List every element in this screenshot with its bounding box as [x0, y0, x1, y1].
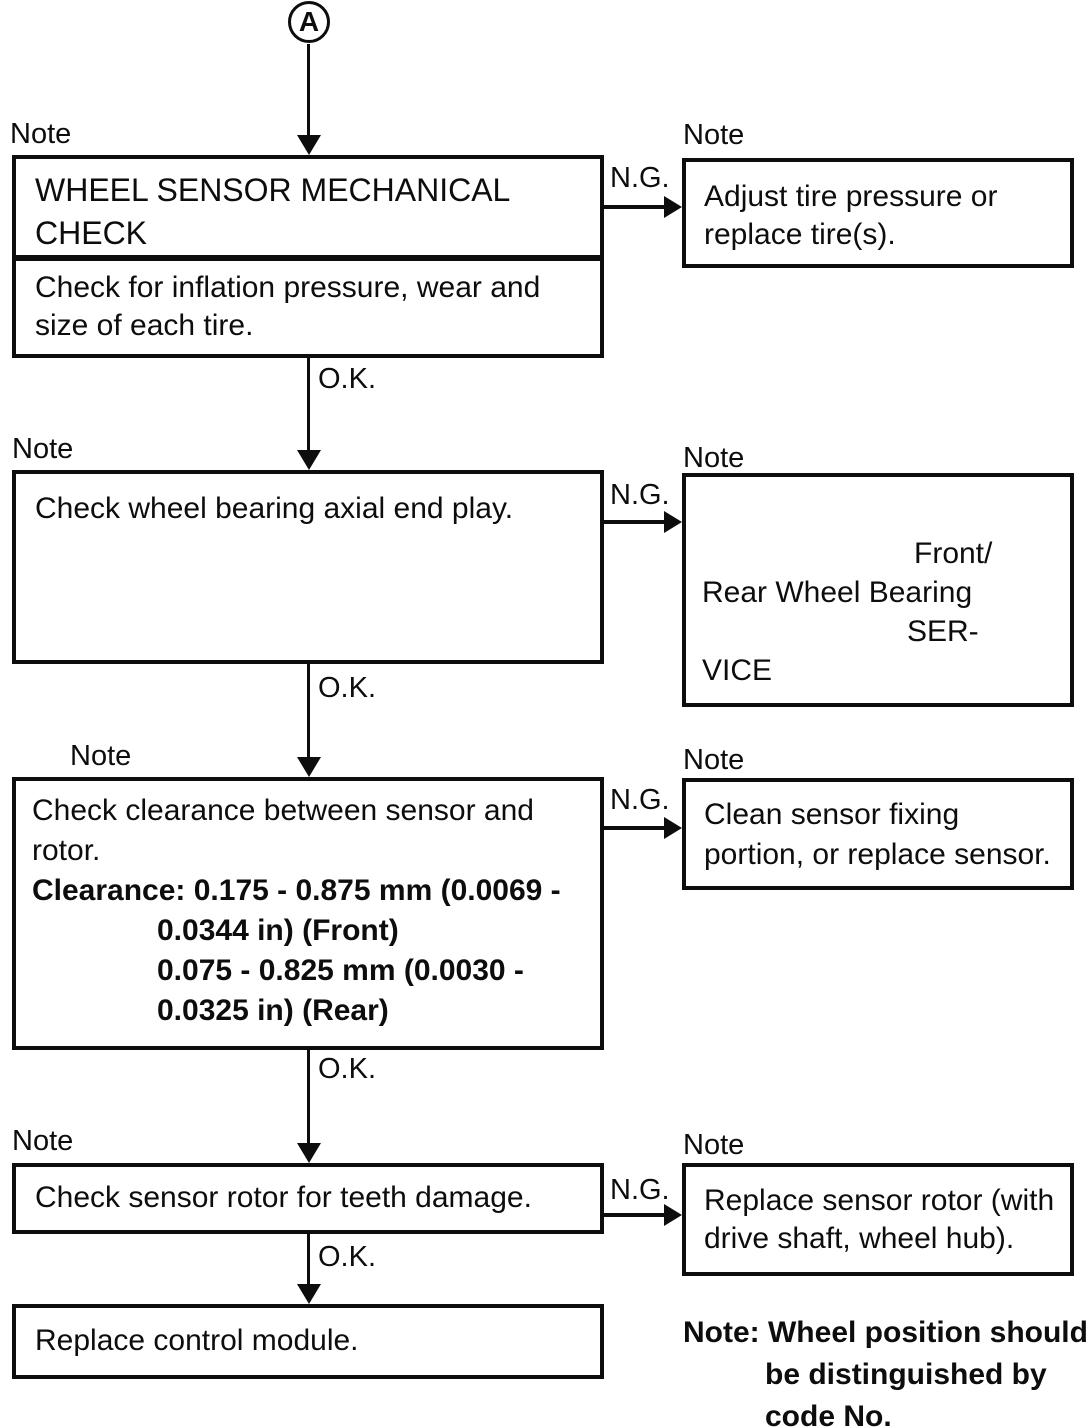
- ng-label: N.G.: [610, 1174, 670, 1206]
- action-text-line: Replace sensor rotor (with: [704, 1184, 1055, 1217]
- note-label: Note: [12, 1125, 74, 1157]
- connector-a-label: A: [298, 6, 320, 37]
- note-label: Note: [12, 433, 74, 465]
- ok-label: O.K.: [318, 672, 377, 704]
- arrow-down-icon: [297, 1143, 321, 1163]
- footnote-line: be distinguished by: [765, 1358, 1047, 1391]
- note-label: Note: [683, 1129, 745, 1161]
- arrow-right-icon: [664, 817, 682, 839]
- action-text-line: Clean sensor fixing: [704, 798, 960, 831]
- ng-connector-line: [604, 826, 666, 830]
- step-spec-line: 0.0344 in) (Front): [157, 914, 399, 947]
- connector-line: [307, 1050, 310, 1145]
- step-text-line: rotor.: [32, 834, 101, 867]
- connector-line: [307, 1234, 310, 1286]
- arrow-down-icon: [297, 1284, 321, 1304]
- step-box-wheel-sensor-check: WHEEL SENSOR MECHANICAL CHECK Check for …: [12, 155, 604, 358]
- ng-label: N.G.: [610, 162, 670, 194]
- footnote-line: code No.: [765, 1400, 892, 1428]
- step-text-line: Check sensor rotor for teeth damage.: [35, 1181, 532, 1214]
- note-label: Note: [10, 118, 72, 150]
- step-spec-line: 0.075 - 0.825 mm (0.0030 -: [157, 954, 524, 987]
- arrow-down-icon: [297, 135, 321, 155]
- arrow-right-icon: [664, 511, 682, 533]
- step-text-line: size of each tire.: [35, 309, 254, 342]
- arrow-down-icon: [297, 450, 321, 470]
- action-text-line: drive shaft, wheel hub).: [704, 1222, 1015, 1255]
- step-text-line: Replace control module.: [35, 1324, 359, 1357]
- action-text-line: Front/: [914, 537, 993, 570]
- action-text-line: Rear Wheel Bearing: [702, 576, 973, 609]
- footnote: Note: Wheel position should be distingui…: [683, 1312, 1088, 1428]
- connector-line: [307, 663, 310, 759]
- action-box-wheel-bearing-service: Front/ Rear Wheel Bearing SER- VICE: [682, 473, 1074, 707]
- arrow-right-icon: [664, 196, 682, 218]
- ng-connector-line: [604, 520, 666, 524]
- note-label: Note: [683, 744, 745, 776]
- action-text-line: VICE: [702, 654, 773, 687]
- note-label: Note: [683, 119, 745, 151]
- ok-label: O.K.: [318, 363, 377, 395]
- step-spec-line: Clearance: 0.175 - 0.875 mm (0.0069 -: [32, 874, 561, 907]
- action-box-replace-rotor: Replace sensor rotor (with drive shaft, …: [682, 1163, 1074, 1276]
- action-text-line: Adjust tire pressure or: [704, 180, 998, 213]
- ok-label: O.K.: [318, 1053, 377, 1085]
- step-box-sensor-rotor: Check sensor rotor for teeth damage.: [12, 1163, 604, 1234]
- connector-line: [307, 44, 310, 137]
- step-spec-line: 0.0325 in) (Rear): [157, 994, 389, 1027]
- ng-label: N.G.: [610, 479, 670, 511]
- step-text-line: Check clearance between sensor and: [32, 794, 534, 827]
- step-title-line: CHECK: [35, 215, 148, 251]
- arrow-right-icon: [664, 1204, 682, 1226]
- connector-line: [307, 358, 310, 452]
- action-text-line: replace tire(s).: [704, 218, 896, 251]
- step-box-wheel-bearing: Check wheel bearing axial end play.: [12, 470, 604, 664]
- action-box-adjust-tire: Adjust tire pressure or replace tire(s).: [682, 158, 1074, 268]
- action-text-line: SER-: [907, 615, 979, 648]
- action-text-line: portion, or replace sensor.: [704, 838, 1051, 871]
- ok-label: O.K.: [318, 1241, 377, 1273]
- note-label: Note: [683, 442, 745, 474]
- ng-connector-line: [604, 1213, 666, 1217]
- arrow-down-icon: [297, 757, 321, 777]
- step-text-line: Check for inflation pressure, wear and: [35, 271, 541, 304]
- step-box-sensor-clearance: Check clearance between sensor and rotor…: [12, 777, 604, 1050]
- step-text-line: Check wheel bearing axial end play.: [35, 492, 514, 525]
- action-box-clean-sensor: Clean sensor fixing portion, or replace …: [682, 778, 1074, 890]
- step-title-line: WHEEL SENSOR MECHANICAL: [35, 172, 511, 208]
- step-box-replace-module: Replace control module.: [12, 1304, 604, 1379]
- connector-a-badge: A: [288, 1, 330, 43]
- ng-label: N.G.: [610, 784, 670, 816]
- note-label: Note: [70, 740, 132, 772]
- ng-connector-line: [604, 205, 666, 209]
- footnote-line: Note: Wheel position should: [683, 1316, 1088, 1349]
